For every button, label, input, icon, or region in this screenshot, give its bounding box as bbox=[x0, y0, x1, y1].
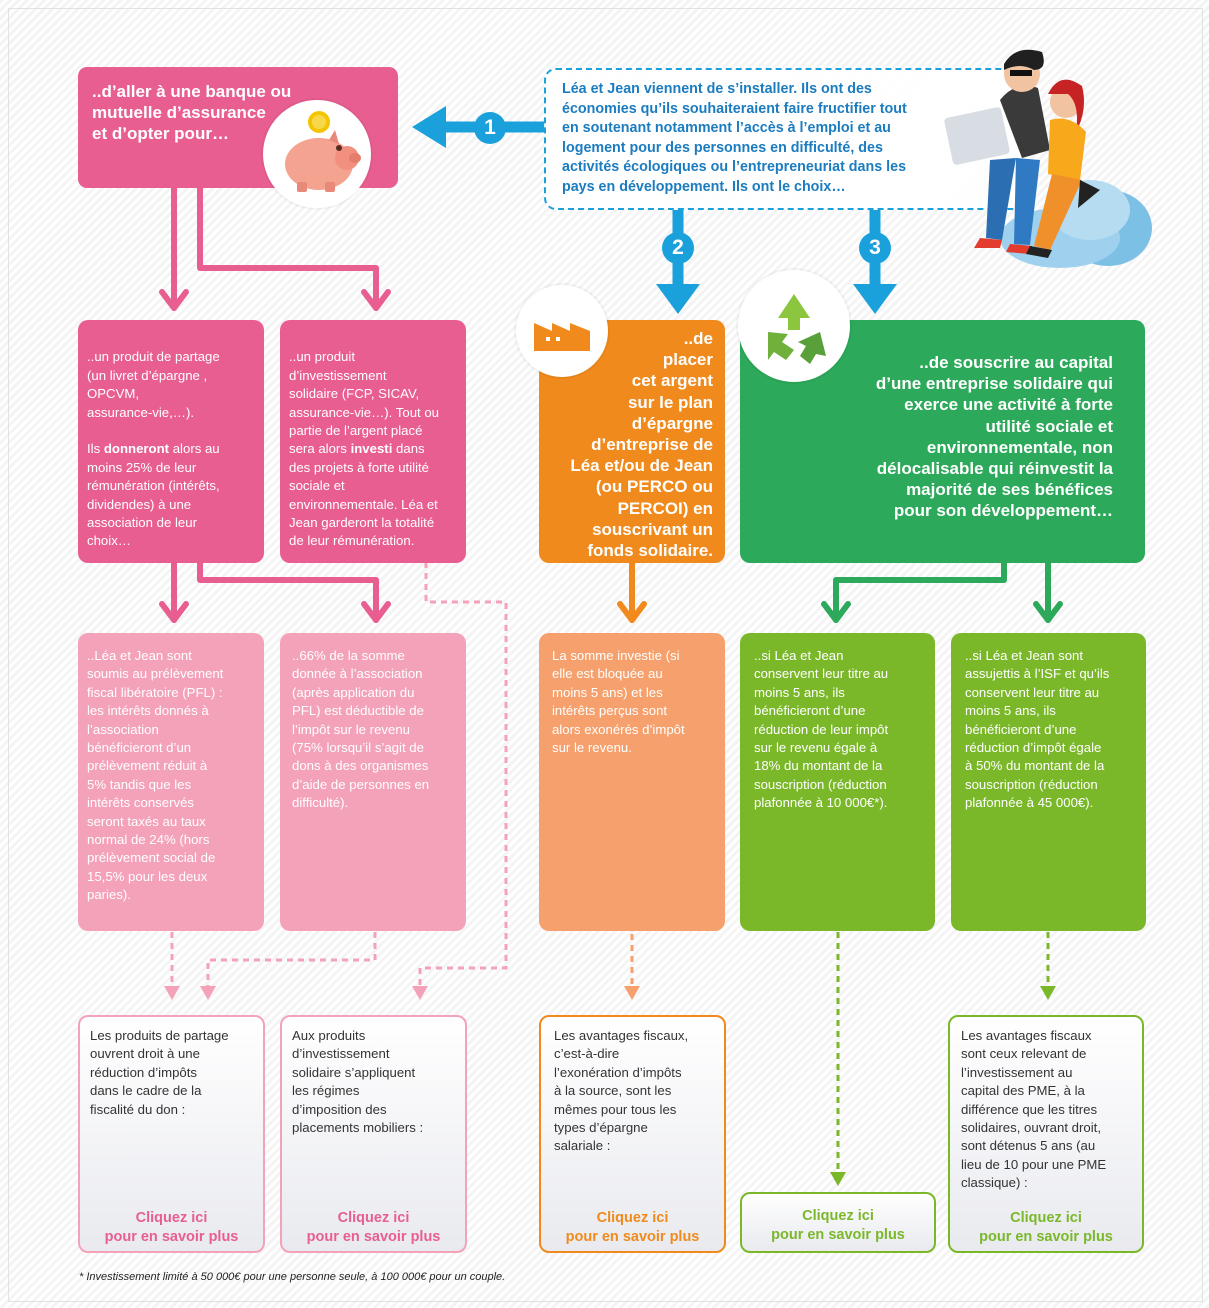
learn-more-link-income-tax[interactable]: Cliquez ici pour en savoir plus bbox=[771, 1208, 905, 1243]
detail-box-deduction: ..66% de la somme donnée à l’association… bbox=[280, 633, 466, 931]
couple-illustration bbox=[944, 49, 1152, 268]
product-invest-box: ..un produit d’investissement solidaire … bbox=[280, 320, 466, 563]
info-box-income-tax[interactable]: Cliquez ici pour en savoir plus bbox=[740, 1192, 936, 1253]
info-box-share[interactable]: Les produits de partage ouvrent droit à … bbox=[78, 1015, 265, 1253]
detail-text-income-tax: ..si Léa et Jean conservent leur titre a… bbox=[754, 648, 889, 811]
dashed-pink-links bbox=[170, 562, 508, 992]
factory-icon bbox=[534, 323, 590, 351]
recycle-circle bbox=[738, 270, 850, 382]
info-box-pme[interactable]: Les avantages fiscaux sont ceux relevant… bbox=[948, 1015, 1144, 1253]
arrow-option3-to-details bbox=[821, 559, 1063, 623]
step-3-badge: 3 bbox=[859, 232, 891, 264]
arrow-products-to-details bbox=[159, 559, 391, 623]
detail-text-deduction: ..66% de la somme donnée à l’association… bbox=[292, 648, 430, 811]
frame bbox=[8, 8, 1203, 1302]
detail-box-income-tax: ..si Léa et Jean conservent leur titre a… bbox=[740, 633, 935, 931]
info-box-invest[interactable]: Aux produits d’investissement solidaire … bbox=[280, 1015, 467, 1253]
detail-text-isf: ..si Léa et Jean sont assujettis à l’ISF… bbox=[965, 648, 1110, 811]
intro-text: Léa et Jean viennent de s’installer. Ils… bbox=[562, 81, 907, 195]
footnote: * Investissement limité à 50 000€ pour u… bbox=[79, 1271, 506, 1283]
step-2-badge: 2 bbox=[662, 232, 694, 264]
option3-heading: ..de souscrire au capital d’une entrepri… bbox=[875, 353, 1113, 521]
detail-text-exoneration: La somme investie (si elle est bloquée a… bbox=[552, 648, 685, 756]
info-text-invest: Aux produits d’investissement solidaire … bbox=[292, 1028, 424, 1136]
product-share-text: ..un produit de partage (un livret d’épa… bbox=[87, 349, 220, 549]
arrow-option1-to-products bbox=[159, 185, 391, 311]
detail-box-exoneration: La somme investie (si elle est bloquée a… bbox=[539, 633, 725, 931]
piggy-bank-circle bbox=[263, 100, 371, 208]
product-invest-text: ..un produit d’investissement solidaire … bbox=[289, 349, 440, 549]
option1-heading: ..d’aller à une banque ou mutuelle d’ass… bbox=[92, 82, 292, 143]
learn-more-link-share[interactable]: Cliquez ici pour en savoir plus bbox=[104, 1210, 239, 1245]
arrow-option2-to-detail bbox=[617, 559, 647, 623]
info-box-employee-savings[interactable]: Les avantages fiscaux, c’est-à-dire l’ex… bbox=[539, 1015, 726, 1253]
learn-more-link-invest[interactable]: Cliquez ici pour en savoir plus bbox=[306, 1210, 441, 1245]
info-text-pme: Les avantages fiscaux sont ceux relevant… bbox=[961, 1028, 1107, 1191]
info-text-employee-savings: Les avantages fiscaux, c’est-à-dire l’ex… bbox=[554, 1028, 689, 1154]
detail-box-pfl: ..Léa et Jean sont soumis au prélèvement… bbox=[78, 633, 264, 931]
detail-box-isf: ..si Léa et Jean sont assujettis à l’ISF… bbox=[951, 633, 1146, 931]
recycle-icon bbox=[768, 294, 826, 364]
step-1-badge: 1 bbox=[474, 112, 506, 144]
option2-heading: ..de placer cet argent sur le plan d’épa… bbox=[570, 329, 713, 561]
learn-more-link-employee-savings[interactable]: Cliquez ici pour en savoir plus bbox=[565, 1210, 700, 1245]
detail-text-pfl: ..Léa et Jean sont soumis au prélèvement… bbox=[87, 648, 224, 903]
product-share-box: ..un produit de partage (un livret d’épa… bbox=[78, 320, 264, 563]
factory-circle bbox=[516, 285, 608, 377]
piggy-bank-icon bbox=[285, 111, 361, 192]
option2-box: ..de placer cet argent sur le plan d’épa… bbox=[539, 320, 725, 563]
info-text-share: Les produits de partage ouvrent droit à … bbox=[90, 1028, 229, 1117]
learn-more-link-pme[interactable]: Cliquez ici pour en savoir plus bbox=[979, 1210, 1113, 1245]
